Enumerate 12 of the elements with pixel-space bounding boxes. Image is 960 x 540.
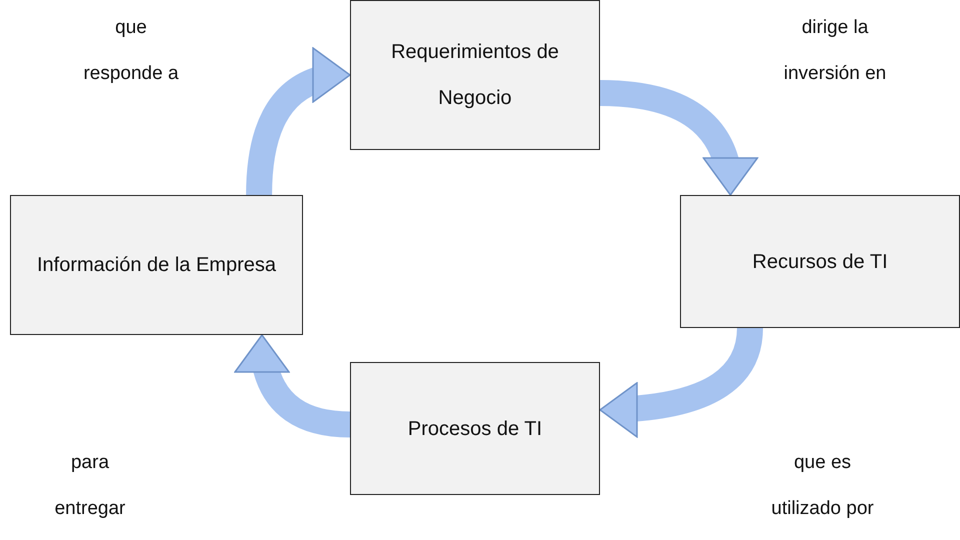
curved-arrow bbox=[246, 49, 351, 196]
curved-arrow bbox=[600, 80, 756, 196]
box-label: Requerimientos de Negocio bbox=[390, 40, 560, 111]
process-box bbox=[10, 195, 303, 335]
box-label: Procesos de TI bbox=[408, 416, 542, 442]
curved-arrow bbox=[236, 334, 351, 438]
box-label: Recursos de TI bbox=[752, 250, 888, 274]
curved-arrow bbox=[599, 326, 763, 437]
process-box bbox=[350, 0, 600, 150]
process-box bbox=[680, 195, 960, 328]
process-box bbox=[350, 362, 600, 495]
box-label: Información de la Empresa bbox=[36, 253, 276, 278]
